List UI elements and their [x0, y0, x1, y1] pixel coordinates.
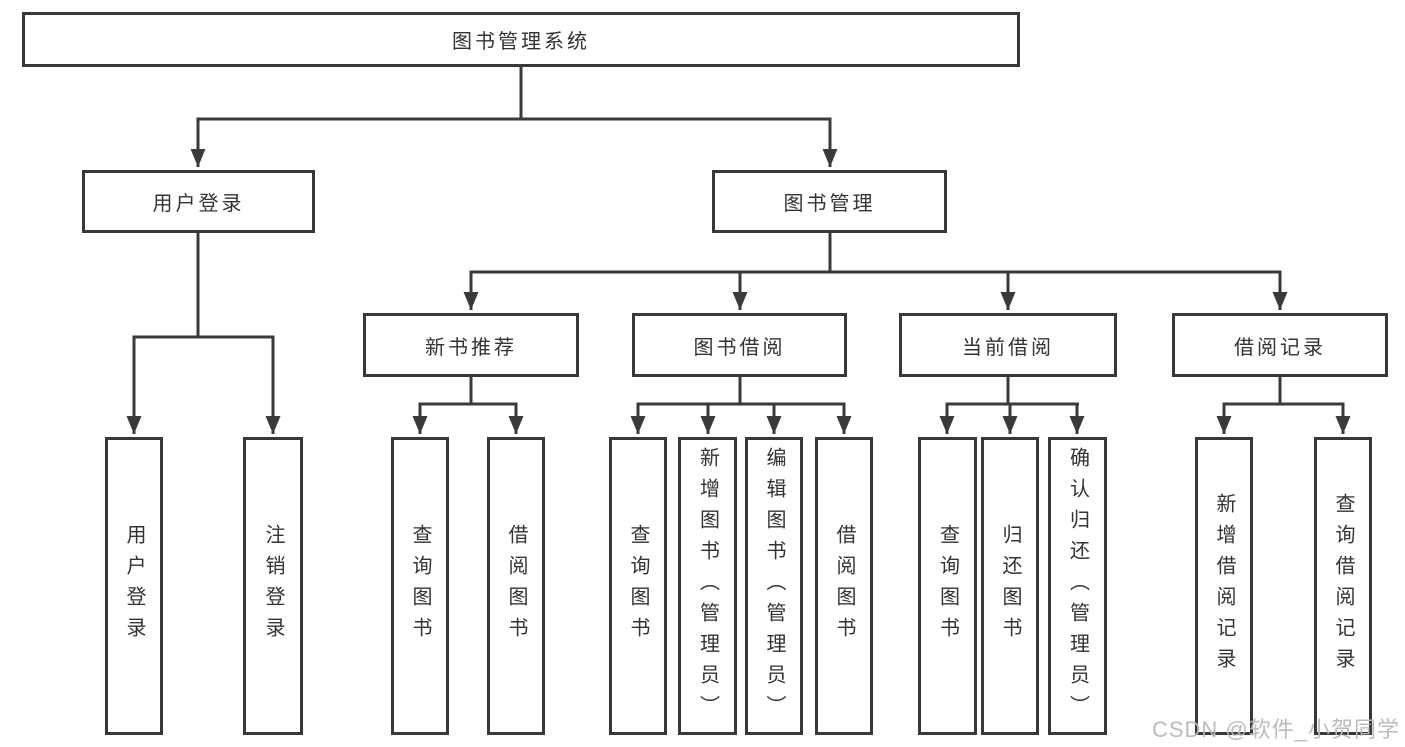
node-label: 查询图书	[409, 524, 431, 648]
leaf-edit-book-admin: 编辑图书（管理员）	[745, 437, 803, 735]
node-label: 注销登录	[262, 524, 284, 648]
node-library-management-system: 图书管理系统	[22, 12, 1020, 67]
node-label: 查询图书	[936, 524, 959, 648]
node-book-borrow: 图书借阅	[632, 313, 847, 377]
node-borrow-records: 借阅记录	[1172, 313, 1388, 377]
csdn-watermark: CSDN @软件_小贺同学	[1151, 717, 1400, 742]
node-book-management: 图书管理	[712, 170, 947, 233]
node-label: 图书管理系统	[452, 31, 590, 53]
node-label: 用户登录	[152, 193, 245, 215]
leaf-query-books-recommend: 查询图书	[391, 437, 449, 735]
node-label: 借阅记录	[1234, 336, 1326, 359]
node-label: 借阅图书	[505, 524, 527, 648]
node-label: 编辑图书（管理员）	[763, 446, 785, 726]
node-user-login: 用户登录	[82, 170, 315, 233]
node-label: 用户登录	[123, 524, 145, 648]
leaf-confirm-return-admin: 确认归还（管理员）	[1048, 437, 1107, 735]
node-label: 查询借阅记录	[1332, 493, 1354, 679]
node-label: 借阅图书	[833, 524, 855, 648]
leaf-add-book-admin: 新增图书（管理员）	[678, 437, 737, 735]
leaf-logout: 注销登录	[243, 437, 303, 735]
leaf-query-books-current: 查询图书	[918, 437, 977, 735]
leaf-borrow-books: 借阅图书	[815, 437, 873, 735]
node-label: 图书管理	[783, 193, 876, 215]
leaf-user-login: 用户登录	[105, 437, 163, 735]
leaf-borrow-books-recommend: 借阅图书	[487, 437, 545, 735]
node-label: 新书推荐	[425, 336, 517, 359]
leaf-query-books-borrow: 查询图书	[609, 437, 667, 735]
node-label: 确认归还（管理员）	[1066, 446, 1089, 726]
node-new-book-recommend: 新书推荐	[363, 313, 579, 377]
node-label: 新增借阅记录	[1213, 493, 1235, 679]
node-label: 图书借阅	[693, 336, 786, 359]
node-label: 新增图书（管理员）	[696, 446, 719, 726]
node-label: 当前借阅	[962, 336, 1054, 359]
leaf-add-borrow-record: 新增借阅记录	[1195, 437, 1253, 735]
leaf-query-borrow-record: 查询借阅记录	[1314, 437, 1372, 735]
node-current-borrow: 当前借阅	[899, 313, 1117, 377]
node-label: 查询图书	[627, 524, 649, 648]
leaf-return-book: 归还图书	[981, 437, 1039, 735]
node-label: 归还图书	[999, 524, 1021, 648]
